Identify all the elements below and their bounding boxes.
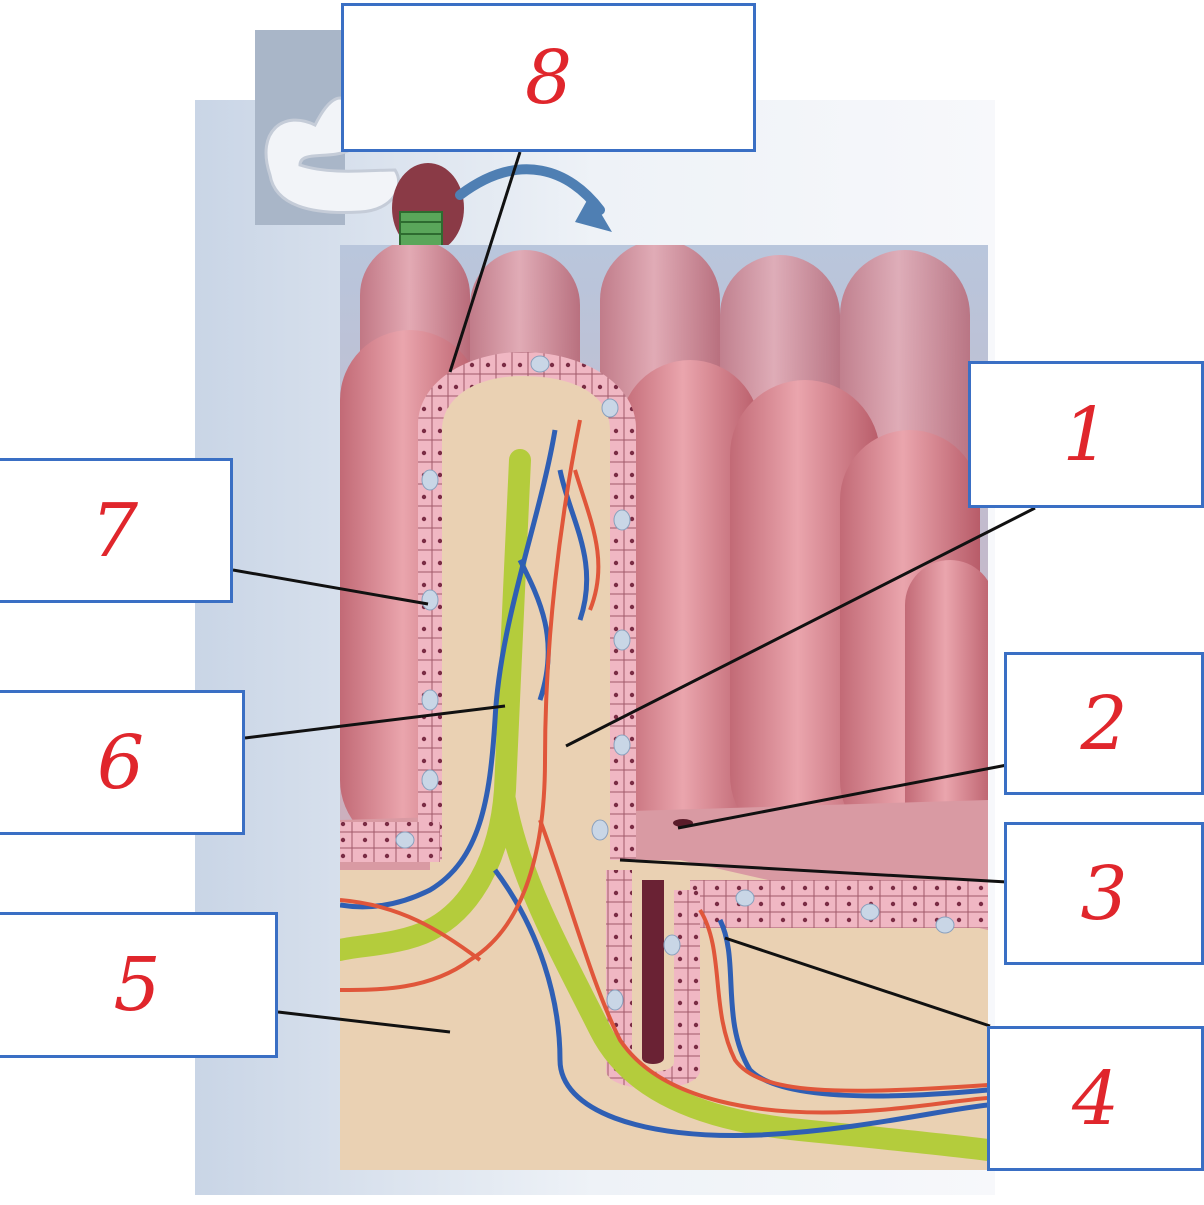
veins [340, 429, 988, 1139]
leader-line-5 [277, 1010, 451, 1034]
label-box-1[interactable]: 1 [968, 361, 1204, 508]
goblet-cells [395, 355, 955, 1011]
leader-lines [232, 151, 1036, 1034]
label-box-2[interactable]: 2 [1004, 652, 1204, 795]
lamina-propria [340, 360, 988, 1170]
arteries [340, 419, 988, 1115]
label-number-2: 2 [1080, 680, 1128, 767]
epithelium-base-left [340, 822, 440, 862]
label-number-7: 7 [90, 487, 139, 574]
label-number-8: 8 [524, 34, 573, 121]
label-number-3: 3 [1080, 850, 1128, 937]
label-box-4[interactable]: 4 [987, 1026, 1204, 1171]
intestine-inset [255, 30, 612, 253]
villus-illustration [340, 245, 988, 1170]
label-box-3[interactable]: 3 [1004, 822, 1204, 965]
lymph-vessel [494, 789, 988, 1161]
label-box-7[interactable]: 7 [0, 458, 233, 603]
leader-line-8 [448, 151, 522, 373]
leader-line-2 [677, 763, 1008, 830]
label-number-1: 1 [1062, 391, 1110, 478]
intestinal-crypt [606, 870, 700, 1089]
label-number-6: 6 [96, 719, 145, 806]
leader-line-1 [565, 506, 1036, 748]
leader-line-4 [724, 936, 991, 1028]
label-number-4: 4 [1071, 1055, 1120, 1142]
leader-line-7 [232, 568, 429, 606]
leader-line-3 [619, 858, 1008, 884]
label-number-5: 5 [113, 942, 161, 1028]
label-box-6[interactable]: 6 [0, 690, 245, 835]
leader-line-6 [244, 704, 506, 740]
label-box-5[interactable]: 5 [0, 912, 278, 1058]
label-box-8[interactable]: 8 [341, 3, 756, 152]
